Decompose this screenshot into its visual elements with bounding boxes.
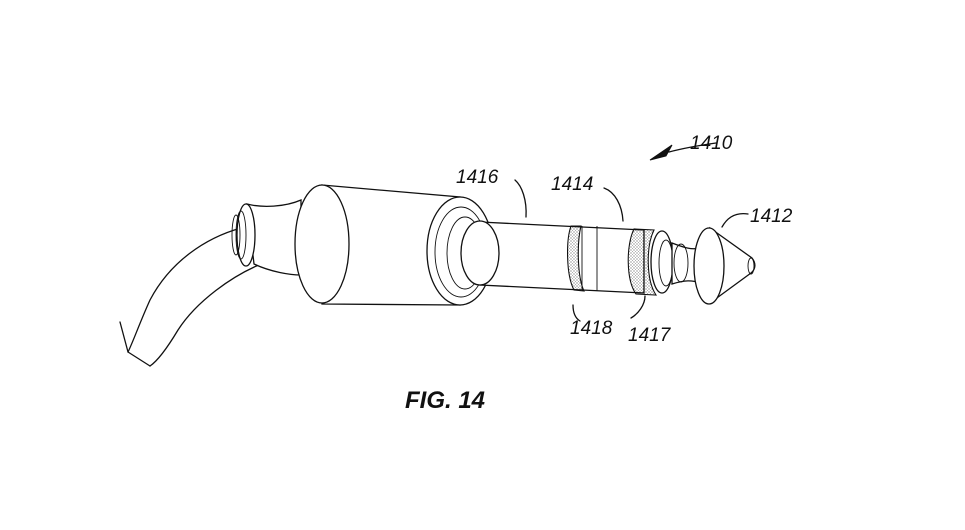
label-1412: 1412 — [750, 206, 793, 227]
label-1417: 1417 — [628, 325, 672, 346]
figure-caption: FIG. 14 — [405, 387, 485, 414]
label-1416: 1416 — [456, 167, 499, 188]
tip-1412 — [672, 228, 755, 304]
ring-1417 — [628, 229, 673, 295]
strain-relief — [232, 200, 301, 275]
shaft — [461, 221, 644, 293]
label-1410: 1410 — [690, 133, 733, 154]
label-1418: 1418 — [570, 318, 613, 339]
label-1414: 1414 — [551, 174, 593, 195]
